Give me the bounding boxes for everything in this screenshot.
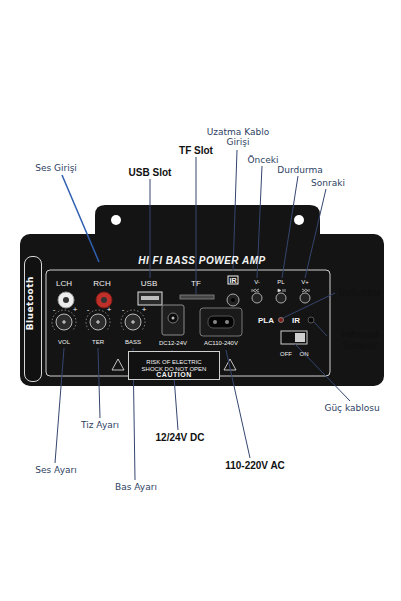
callout-label: Önceki bbox=[248, 155, 279, 165]
screw-hole bbox=[294, 215, 304, 225]
infrared-sensor bbox=[308, 317, 314, 323]
panel-marking: + bbox=[142, 305, 147, 314]
switch-toggle bbox=[295, 333, 305, 342]
panel-marking: OFF bbox=[280, 351, 292, 357]
leader-line bbox=[55, 348, 64, 463]
node-body: RISK OF ELECTRIC SHOCK DO NOT OPEN bbox=[136, 359, 212, 373]
indicator-led bbox=[279, 318, 284, 323]
caution-box: CAUTIONRISK OF ELECTRIC SHOCK DO NOT OPE… bbox=[128, 351, 220, 380]
callout-label: Uzatma Kablo Girişi bbox=[202, 127, 274, 147]
dc-jack bbox=[162, 305, 184, 335]
mounting-tab bbox=[95, 205, 320, 236]
ac-pin bbox=[213, 320, 217, 324]
panel-marking: V- bbox=[254, 279, 260, 285]
callout-label: Durdurma bbox=[277, 165, 322, 175]
callout-label: Sonraki bbox=[311, 178, 345, 188]
usb-tongue bbox=[141, 296, 159, 300]
power-switch bbox=[281, 331, 307, 344]
leader-line bbox=[62, 175, 99, 262]
panel-marking: - bbox=[87, 305, 90, 314]
knob-slot bbox=[96, 320, 100, 324]
rca-jack-left bbox=[58, 292, 74, 308]
panel-marking: BASS bbox=[125, 339, 141, 345]
callout-label: Ses Girişi bbox=[35, 163, 77, 173]
knob-scale bbox=[121, 310, 145, 330]
panel-marking: DC12-24V bbox=[159, 340, 187, 346]
bass-knob bbox=[125, 314, 141, 330]
panel-marking: VOL bbox=[58, 339, 70, 345]
panel-marking: IR bbox=[228, 276, 239, 285]
ir-jack bbox=[227, 294, 239, 306]
prev-button bbox=[252, 293, 262, 303]
panel-marking: PLA bbox=[258, 316, 274, 325]
leader-line bbox=[295, 344, 350, 401]
callout-label: Bas Ayarı bbox=[115, 482, 157, 492]
panel-marking: + bbox=[107, 305, 112, 314]
treble-knob bbox=[90, 314, 106, 330]
panel-marking: PL bbox=[277, 279, 284, 285]
panel-marking: V+ bbox=[301, 279, 309, 285]
callout-label: Ses Ayarı bbox=[35, 465, 76, 475]
prev-icon bbox=[252, 289, 259, 292]
leader-line bbox=[226, 350, 250, 458]
leader-line bbox=[305, 189, 326, 278]
panel-marking: RCH bbox=[93, 279, 110, 288]
dc-jack-hole bbox=[168, 313, 178, 323]
node-heading: Bluetooth bbox=[25, 276, 41, 330]
callout-label: 110-220V AC bbox=[225, 460, 285, 471]
panel-border bbox=[46, 270, 330, 376]
board-body bbox=[20, 234, 384, 386]
bluetooth-badge: Bluetooth bbox=[24, 256, 42, 382]
callout-label: Güç kablosu bbox=[324, 403, 379, 413]
knob-slot bbox=[131, 320, 135, 324]
leader-line bbox=[282, 176, 298, 278]
warning-triangle bbox=[112, 359, 124, 370]
play-icon bbox=[278, 289, 285, 292]
callout-label: Tiz Ayarı bbox=[81, 420, 119, 430]
next-icon bbox=[302, 289, 309, 292]
dc-jack-pin bbox=[172, 317, 175, 320]
panel-marking: + bbox=[73, 305, 78, 314]
panel-marking: AC110-240V bbox=[204, 340, 238, 346]
node-heading: CAUTION bbox=[129, 371, 219, 379]
leader-lines bbox=[55, 150, 350, 480]
usb-port bbox=[138, 292, 162, 305]
panel-marking: ON bbox=[300, 351, 309, 357]
ac-socket-well bbox=[208, 316, 234, 328]
panel-marking: IR bbox=[292, 316, 300, 325]
volume-knob bbox=[56, 314, 72, 330]
rca-jack-hole bbox=[101, 297, 107, 303]
callout-label: Infrared Sensor bbox=[330, 329, 390, 351]
leader-line bbox=[233, 150, 237, 271]
ac-pin bbox=[225, 320, 229, 324]
screw-hole bbox=[111, 215, 121, 225]
node-heading: HI FI BASS POWER AMP bbox=[22, 255, 382, 266]
leader-line bbox=[314, 322, 327, 336]
leader-line bbox=[98, 348, 100, 418]
panel-marking: - bbox=[122, 305, 125, 314]
callout-label: 12/24V DC bbox=[156, 432, 205, 443]
callout-label: USB Slot bbox=[129, 167, 172, 178]
ir-jack-hole bbox=[231, 298, 235, 302]
panel-marking: TER bbox=[92, 339, 104, 345]
panel-marking: USB bbox=[141, 279, 157, 288]
callout-label: TF Slot bbox=[179, 145, 213, 156]
rca-jack-hole bbox=[63, 297, 69, 303]
callout-label: Indicator bbox=[339, 287, 381, 298]
tf-slot bbox=[180, 295, 214, 299]
knob-scale bbox=[86, 310, 110, 330]
next-button bbox=[300, 293, 310, 303]
leader-line bbox=[283, 293, 335, 318]
panel-marking: TF bbox=[191, 279, 201, 288]
leader-line bbox=[196, 157, 197, 294]
panel-marking: LCH bbox=[56, 279, 72, 288]
panel-marking: - bbox=[53, 305, 56, 314]
knob-scale bbox=[52, 310, 76, 330]
play-button bbox=[276, 293, 286, 303]
ac-socket bbox=[200, 308, 242, 336]
knob-slot bbox=[62, 320, 66, 324]
